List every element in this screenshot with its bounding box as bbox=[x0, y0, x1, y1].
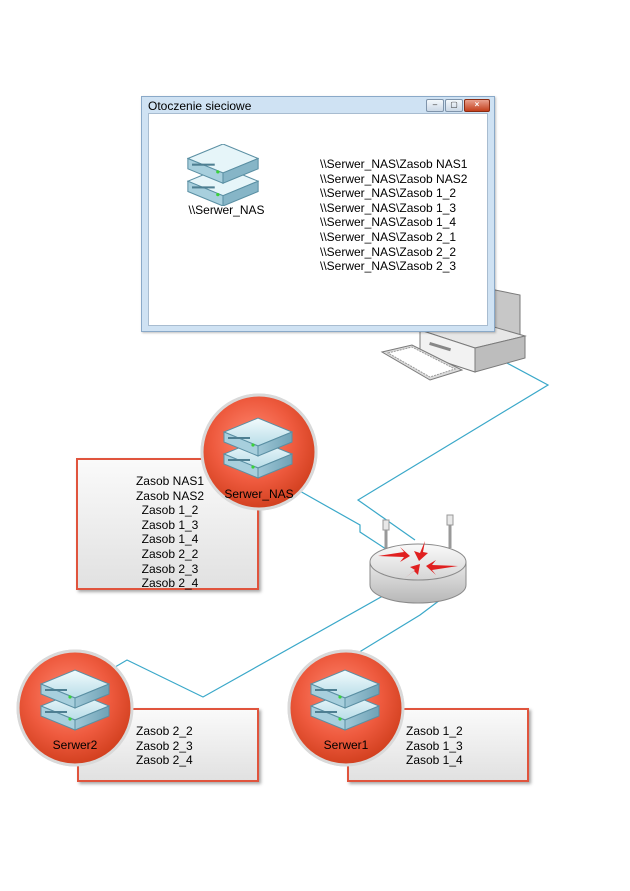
resource-item: Zasob 2_3 bbox=[136, 738, 193, 753]
resource-item: Zasob 1_3 bbox=[406, 738, 463, 753]
link-nas-router bbox=[297, 489, 396, 556]
router bbox=[369, 514, 467, 604]
resource-item: Zasob 2_4 bbox=[141, 576, 199, 591]
window-content: \\Serwer_NAS \\Serwer_NAS\Zasob NAS1\\Se… bbox=[148, 113, 488, 326]
resource-item: Zasob NAS2 bbox=[135, 488, 205, 503]
serwer2-label: Serwer2 bbox=[52, 738, 98, 752]
share-path: \\Serwer_NAS\Zasob 2_1 bbox=[320, 229, 457, 244]
serwer-nas-label: Serwer_NAS bbox=[224, 487, 294, 501]
resource-item: Zasob 1_4 bbox=[406, 753, 463, 768]
share-path: \\Serwer_NAS\Zasob 2_3 bbox=[320, 259, 457, 274]
minimize-button[interactable]: – bbox=[426, 99, 444, 112]
resource-item: Zasob NAS1 bbox=[135, 474, 205, 488]
resource-item: Zasob 2_3 bbox=[141, 561, 199, 576]
serwer1-label: Serwer1 bbox=[323, 738, 369, 752]
resource-item: Zasob 1_2 bbox=[141, 503, 199, 518]
resource-item: Zasob 1_4 bbox=[141, 532, 199, 547]
window-title: Otoczenie sieciowe bbox=[148, 99, 252, 113]
resource-item: Zasob 2_2 bbox=[136, 724, 193, 738]
share-path: \\Serwer_NAS\Zasob 1_3 bbox=[320, 200, 457, 215]
resource-item: Zasob 1_2 bbox=[406, 724, 463, 738]
share-path-list: \\Serwer_NAS\Zasob NAS1\\Serwer_NAS\Zaso… bbox=[320, 157, 467, 274]
share-path: \\Serwer_NAS\Zasob NAS2 bbox=[320, 171, 468, 186]
window-controls: – ▢ × bbox=[426, 99, 490, 112]
share-path: \\Serwer_NAS\Zasob 2_2 bbox=[320, 244, 457, 259]
link-pc-router bbox=[356, 361, 550, 541]
close-button[interactable]: × bbox=[464, 99, 490, 112]
share-path: \\Serwer_NAS\Zasob 1_4 bbox=[320, 215, 457, 230]
share-path: \\Serwer_NAS\Zasob 1_2 bbox=[320, 186, 457, 201]
resource-item: Zasob 2_2 bbox=[141, 546, 199, 561]
serwer-nas-share-label[interactable]: \\Serwer_NAS bbox=[188, 203, 265, 217]
network-window: Otoczenie sieciowe – ▢ × \\Serwer_NAS \\… bbox=[141, 96, 495, 332]
share-path: \\Serwer_NAS\Zasob NAS1 bbox=[320, 157, 468, 171]
router-arrows-icon bbox=[378, 541, 458, 578]
resource-item: Zasob 1_3 bbox=[141, 517, 199, 532]
serwer-nas-share-icon[interactable] bbox=[187, 144, 259, 206]
resource-item: Zasob 2_4 bbox=[136, 753, 193, 768]
maximize-button[interactable]: ▢ bbox=[445, 99, 463, 112]
